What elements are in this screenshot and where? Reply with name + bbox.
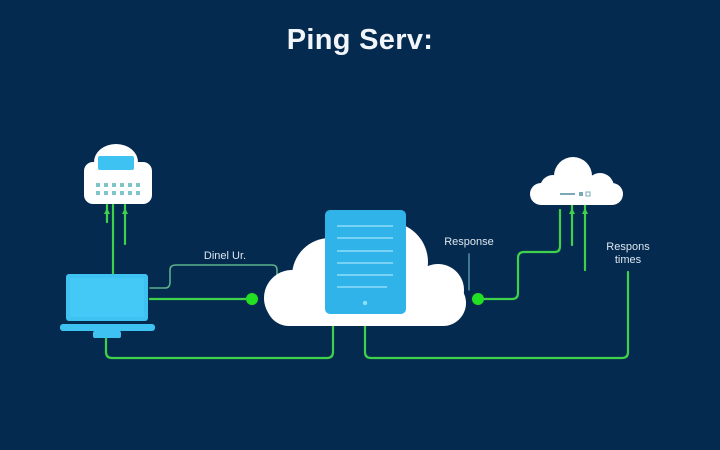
arrow-up-icon xyxy=(122,208,128,214)
connector-center-bottom-loop xyxy=(363,270,630,360)
connector-center-to-cloud xyxy=(476,208,562,301)
label-response-times-line2: times xyxy=(614,254,642,266)
cloud-status-indicator-icon xyxy=(560,191,591,197)
label-response-times-line1: Respons xyxy=(606,241,650,253)
cloud-storage-icon xyxy=(530,157,623,205)
label-response-times: Respons times xyxy=(596,241,660,267)
arrow-up-icon xyxy=(569,208,575,214)
arrow-up-icon xyxy=(104,208,110,214)
document-server-icon xyxy=(325,210,406,314)
connector-url-bracket xyxy=(149,264,278,289)
connector-computer-bottom-loop xyxy=(104,324,335,360)
node-dot-right xyxy=(472,293,484,305)
label-response: Response xyxy=(444,236,494,248)
node-dot-left xyxy=(246,293,258,305)
label-client-url: Dinel Ur. xyxy=(203,250,247,262)
page-title: Ping Serv: xyxy=(286,24,434,56)
computer-icon xyxy=(60,274,155,338)
arrow-up-icon xyxy=(582,208,588,214)
cloud-server-icon xyxy=(84,144,152,204)
